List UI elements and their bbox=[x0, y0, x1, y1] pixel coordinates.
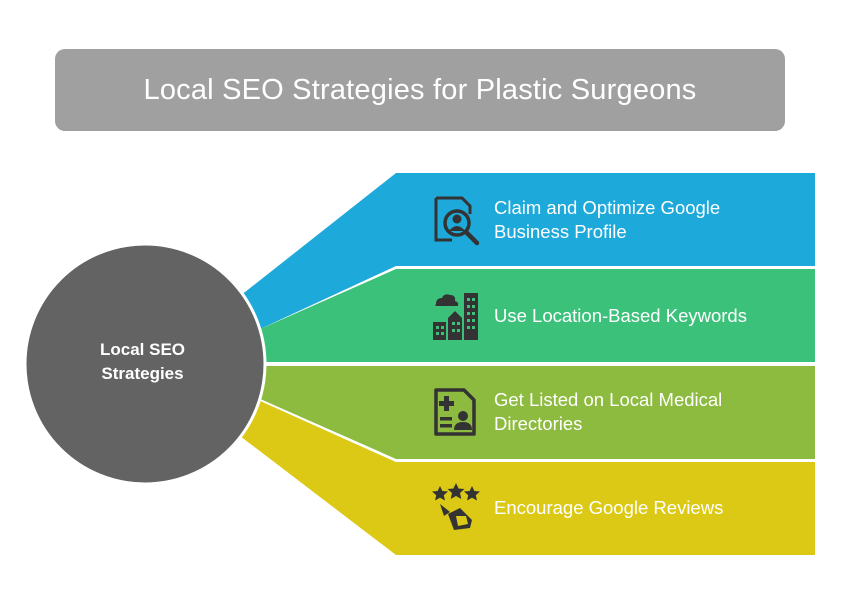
hub-label-line2: Strategies bbox=[101, 364, 184, 383]
strategy-label-medical-directories: Get Listed on Local Medical Directories bbox=[494, 388, 722, 436]
hub-circle bbox=[23, 242, 267, 486]
strategy-text-line1: Use Location-Based Keywords bbox=[494, 305, 747, 326]
strategy-label-google-reviews: Encourage Google Reviews bbox=[494, 496, 723, 520]
band-google-profile bbox=[240, 173, 815, 330]
city-buildings-icon bbox=[433, 293, 478, 340]
profile-search-icon bbox=[434, 196, 480, 246]
hub-label-line1: Local SEO bbox=[99, 340, 186, 359]
strategy-text-line1: Encourage Google Reviews bbox=[494, 497, 724, 518]
strategy-label-google-profile: Claim and Optimize Google Business Profi… bbox=[494, 196, 720, 244]
star-rating-icon bbox=[432, 483, 480, 530]
medical-directory-icon bbox=[434, 388, 476, 436]
band-location-keywords bbox=[258, 269, 815, 362]
title-banner: Local SEO Strategies for Plastic Surgeon… bbox=[55, 49, 785, 131]
page-title: Local SEO Strategies for Plastic Surgeon… bbox=[143, 73, 697, 106]
band-google-reviews bbox=[240, 400, 815, 555]
strategy-label-location-keywords: Use Location-Based Keywords bbox=[494, 304, 747, 328]
hub-label: Local SEO Strategies bbox=[60, 338, 225, 386]
strategy-text-line2: Business Profile bbox=[494, 221, 627, 242]
strategy-text-line2: Directories bbox=[494, 413, 583, 434]
strategy-text-line1: Get Listed on Local Medical bbox=[494, 389, 723, 410]
strategy-text-line1: Claim and Optimize Google bbox=[494, 197, 721, 218]
band-medical-directories bbox=[258, 366, 815, 459]
